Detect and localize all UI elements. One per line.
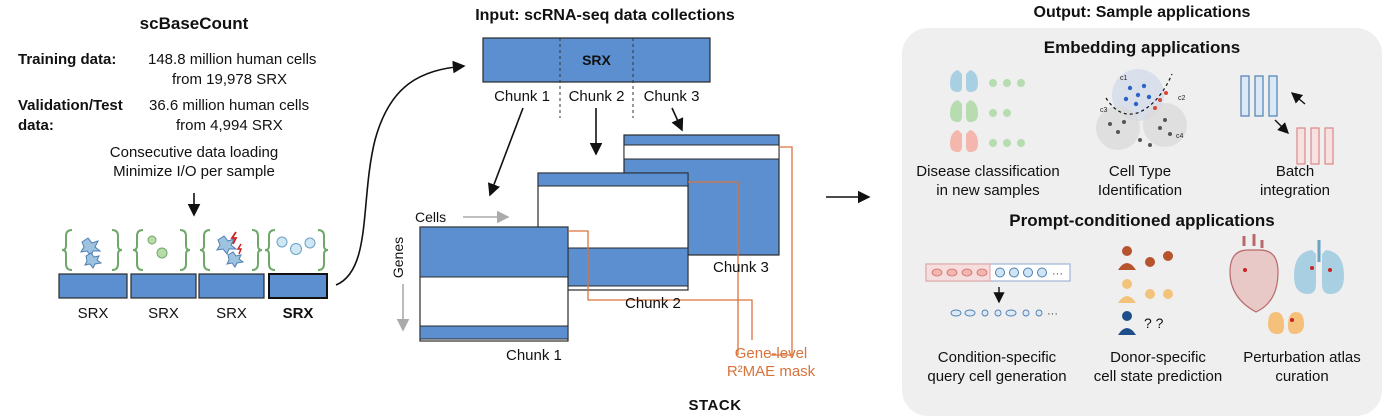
srx-box-1 bbox=[58, 273, 128, 299]
chunk-label-1: Chunk 1 bbox=[494, 88, 550, 105]
prompt-item-3-line-2: curation bbox=[1275, 368, 1329, 385]
loading-line-2: Minimize I/O per sample bbox=[113, 163, 275, 180]
cluster-tag-4: c4 bbox=[1176, 133, 1184, 140]
prompt-item-2-line-2: cell state prediction bbox=[1093, 368, 1223, 385]
cells-label: Cells bbox=[415, 209, 447, 225]
valtest-line-2: from 4,994 SRX bbox=[176, 117, 283, 134]
embedding-item-1-line-2: in new samples bbox=[936, 182, 1040, 199]
sample-icon-2 bbox=[132, 229, 191, 271]
srx-label-1: SRX bbox=[77, 305, 109, 322]
embedding-item-3-line-2: integration bbox=[1259, 182, 1331, 199]
embedding-item-1-line-1: Disease classification bbox=[916, 163, 1060, 180]
prompt-title: Prompt-conditioned applications bbox=[1009, 211, 1275, 230]
svg-text:···: ··· bbox=[1052, 268, 1063, 280]
question-marks: ? ? bbox=[1144, 315, 1164, 331]
embedding-item-3-line-1: Batch bbox=[1275, 163, 1315, 180]
mask-brackets bbox=[568, 146, 793, 356]
cluster-tag-1: c1 bbox=[1120, 75, 1128, 82]
curved-arrow bbox=[335, 60, 466, 286]
stack-chunk-2: Chunk 2 bbox=[625, 295, 681, 312]
srx-bar-label: SRX bbox=[582, 52, 611, 68]
perturbation-atlas-icon bbox=[1229, 234, 1344, 334]
middle-title: Input: scRNA-seq data collections bbox=[475, 7, 735, 24]
stack-chunk-1: Chunk 1 bbox=[506, 347, 562, 364]
sample-icon-1 bbox=[61, 229, 123, 271]
prompt-item-3-line-1: Perturbation atlas bbox=[1243, 349, 1361, 366]
srx-label-2: SRX bbox=[148, 305, 179, 322]
training-line-1: 148.8 million human cells bbox=[148, 51, 317, 68]
cluster-scatter-icon: c1 c2 c3 c4 bbox=[1096, 69, 1187, 150]
lungs-icon bbox=[950, 70, 978, 152]
sample-icon-3 bbox=[199, 229, 263, 271]
query-generation-icon: ··· ··· bbox=[925, 263, 1071, 320]
valtest-label-2: data: bbox=[18, 117, 54, 134]
chunk-label-3: Chunk 3 bbox=[643, 88, 700, 105]
stack-chunk-3: Chunk 3 bbox=[713, 259, 769, 276]
srx-box-2 bbox=[130, 273, 197, 299]
svg-text:···: ··· bbox=[1047, 308, 1058, 320]
valtest-label-1: Validation/Test bbox=[18, 97, 123, 114]
mask-label-2: R²MAE mask bbox=[726, 363, 816, 380]
valtest-line-1: 36.6 million human cells bbox=[149, 97, 310, 114]
cluster-tag-3: c3 bbox=[1100, 107, 1108, 114]
cluster-tag-2: c2 bbox=[1178, 95, 1186, 102]
mask-label-1: Gene-level bbox=[734, 345, 808, 362]
srx-label-3: SRX bbox=[216, 305, 247, 322]
chunk1-arrow bbox=[487, 107, 524, 197]
embedding-title: Embedding applications bbox=[1043, 38, 1241, 57]
prompt-item-1-line-1: Condition-specific bbox=[937, 349, 1057, 366]
srx-box-3 bbox=[198, 273, 265, 299]
batch-integration-icon bbox=[1240, 75, 1334, 165]
srx-label-4: SRX bbox=[282, 305, 314, 322]
donor-prediction-icon bbox=[1118, 246, 1173, 335]
stack-label: STACK bbox=[688, 397, 742, 414]
prompt-item-1-line-2: query cell generation bbox=[927, 368, 1067, 385]
training-label: Training data: bbox=[18, 51, 117, 68]
srx-collection-bar bbox=[482, 37, 711, 83]
chunk1-matrix bbox=[419, 226, 569, 342]
chunk3-arrow bbox=[671, 107, 684, 132]
right-title: Output: Sample applications bbox=[1033, 4, 1251, 21]
sample-icon-4 bbox=[264, 229, 329, 271]
left-title: scBaseCount bbox=[139, 14, 249, 33]
chunk-label-2: Chunk 2 bbox=[568, 88, 625, 105]
embedding-item-2-line-1: Cell Type bbox=[1108, 163, 1172, 180]
loading-line-1: Consecutive data loading bbox=[109, 144, 279, 161]
genes-label: Genes bbox=[390, 236, 407, 279]
prompt-item-2-line-1: Donor-specific bbox=[1110, 349, 1206, 366]
dots-icon bbox=[989, 79, 1025, 147]
embedding-item-2-line-2: Identification bbox=[1097, 182, 1183, 199]
training-line-2: from 19,978 SRX bbox=[172, 71, 288, 88]
srx-box-4 bbox=[268, 273, 328, 299]
